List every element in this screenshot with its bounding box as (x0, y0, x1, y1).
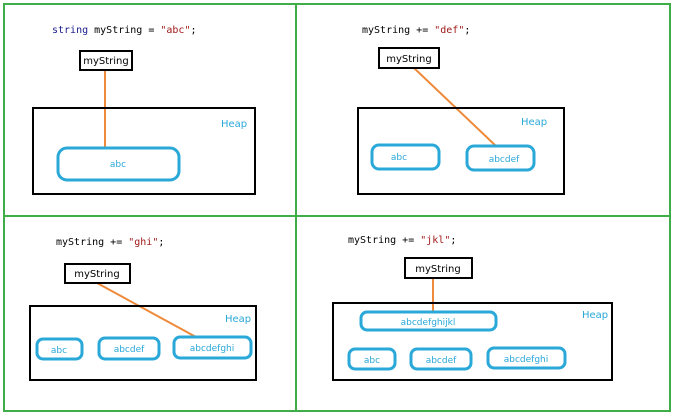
heap-node-abcdefghi (172, 335, 253, 360)
heap-node-abc (56, 146, 181, 182)
panel-1: string myString = "abc"; Heap myString a… (32, 25, 256, 195)
panel-3: myString += "ghi"; Heap myString abc abc… (29, 237, 257, 381)
heap-node-abcdef (465, 144, 536, 172)
heap-box (332, 302, 613, 381)
code-literal: "def" (434, 25, 464, 36)
code-text: myString += (348, 235, 420, 246)
heap-box (357, 107, 565, 195)
code-line: myString += "def"; (362, 25, 470, 36)
heap-label: Heap (221, 119, 247, 130)
code-line: myString += "ghi"; (56, 237, 164, 248)
heap-box (32, 107, 256, 195)
code-line: myString += "jkl"; (348, 235, 456, 246)
panel-grid-outer (3, 3, 671, 412)
code-end: ; (190, 25, 196, 36)
heap-node-abcdefghijkl (359, 310, 498, 332)
panel-4: myString += "jkl"; Heap myString abcdefg… (332, 235, 613, 381)
variable-label: myString (386, 54, 432, 65)
reference-arrow (96, 282, 197, 338)
heap-node-label: abcdefghi (190, 344, 235, 354)
variable-label: myString (83, 56, 129, 67)
variable-box (79, 50, 133, 71)
heap-node-abcdefghi (486, 346, 567, 370)
heap-node-label: abcdefghi (504, 355, 549, 365)
heap-node-label: abc (364, 356, 380, 366)
heap-box (29, 305, 257, 381)
panel-2: myString += "def"; Heap myString abc abc… (357, 25, 565, 195)
code-end: ; (450, 235, 456, 246)
code-keyword: string (52, 25, 88, 36)
heap-node-abc (347, 347, 397, 371)
heap-node-label: abc (110, 160, 126, 170)
code-text: myString += (362, 25, 434, 36)
code-end: ; (158, 237, 164, 248)
code-end: ; (464, 25, 470, 36)
code-text: myString += (56, 237, 128, 248)
code-literal: "ghi" (128, 237, 158, 248)
heap-node-label: abcdef (489, 155, 520, 165)
code-line: string myString = "abc"; (52, 25, 197, 36)
heap-label: Heap (582, 310, 608, 321)
code-literal: "abc" (160, 25, 190, 36)
variable-box (64, 263, 131, 284)
heap-node-label: abcdef (114, 345, 145, 355)
variable-label: myString (74, 269, 120, 280)
heap-label: Heap (225, 314, 251, 325)
heap-label: Heap (521, 117, 547, 128)
panel-grid (3, 3, 671, 412)
heap-node-abc (370, 143, 441, 171)
variable-box (378, 47, 440, 69)
heap-node-abc (35, 337, 84, 361)
heap-node-label: abc (51, 346, 67, 356)
variable-label: myString (415, 264, 461, 275)
variable-box (404, 257, 473, 279)
code-text: myString = (88, 25, 160, 36)
heap-node-label: abc (391, 153, 407, 163)
heap-node-label: abcdef (426, 356, 457, 366)
heap-node-abcdef (97, 336, 161, 361)
heap-node-abcdef (409, 347, 473, 371)
heap-node-label: abcdefghijkl (401, 318, 456, 328)
code-literal: "jkl" (420, 235, 450, 246)
